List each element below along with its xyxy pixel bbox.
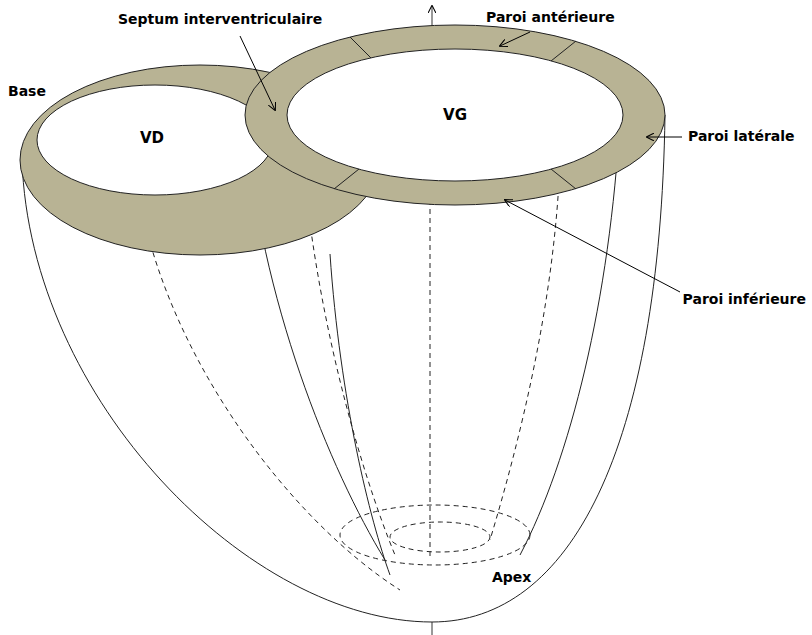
apex-ring: [390, 522, 490, 552]
leader-arrow: [647, 137, 682, 138]
septum-line: [140, 200, 400, 590]
segment-divider: [350, 37, 371, 58]
right-ventricle-cavity: [37, 85, 273, 195]
part-label: Paroi inférieure: [683, 292, 806, 307]
part-label: Base: [8, 84, 46, 99]
segment-divider: [551, 169, 576, 189]
meridian-line: [490, 160, 560, 540]
part-label: Paroi antérieure: [486, 10, 615, 25]
apex-ring: [340, 505, 530, 565]
leader-arrow: [505, 200, 680, 292]
part-label: Paroi latérale: [688, 129, 795, 144]
septum-line: [330, 254, 390, 575]
part-label: Apex: [492, 570, 531, 585]
cavity-label: VD: [140, 130, 164, 147]
cavity-label: VG: [443, 107, 467, 124]
left-ventricle-wall: [245, 25, 665, 205]
leader-arrow: [500, 32, 530, 46]
leader-arrow: [240, 36, 275, 110]
part-label: Septum interventriculaire: [118, 12, 322, 27]
left-ventricle-cavity: [287, 49, 623, 181]
meridian-line: [430, 200, 431, 560]
segment-divider: [334, 169, 359, 189]
segment-divider: [551, 41, 576, 61]
